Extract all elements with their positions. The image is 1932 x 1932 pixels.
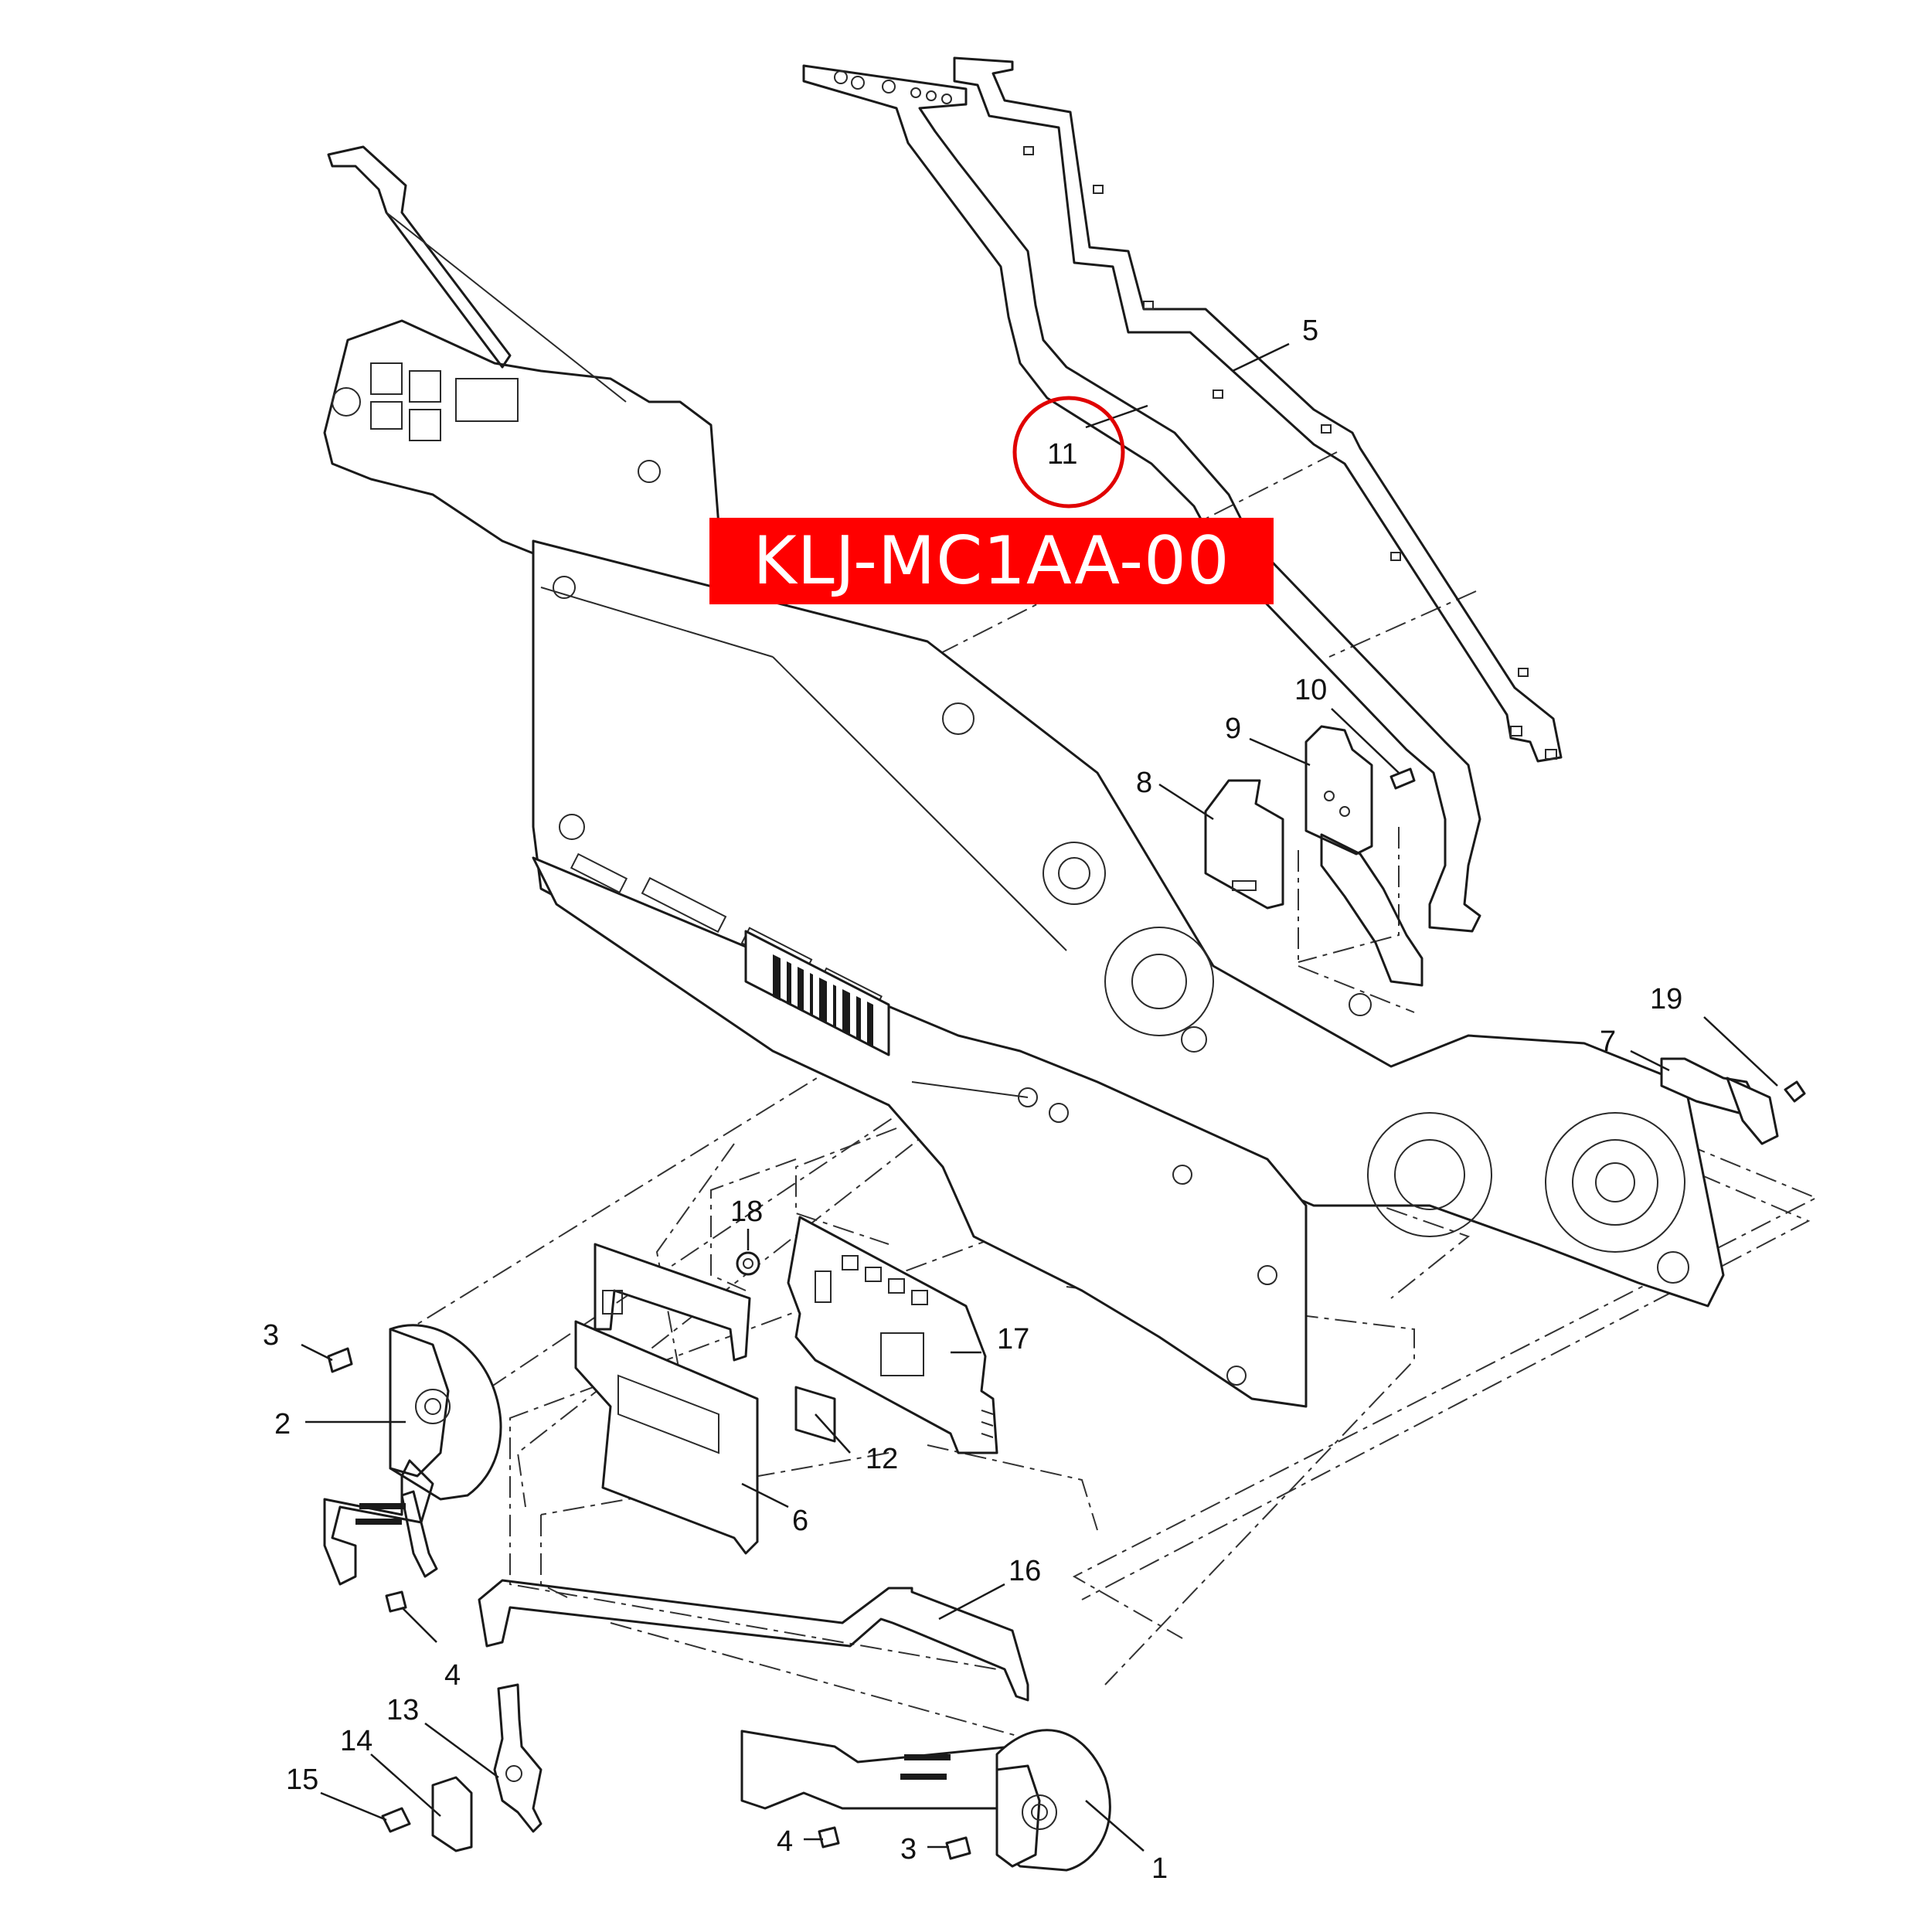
- screw-4-bottom: [818, 1826, 840, 1849]
- sensor-13: [493, 1683, 543, 1833]
- callout-7: 7: [1600, 1026, 1616, 1058]
- callout-11: 11: [1047, 438, 1077, 471]
- callout-14: 14: [340, 1725, 372, 1757]
- callout-8: 8: [1136, 767, 1152, 799]
- part-number-banner: KLJ-MC1AA-00: [709, 518, 1274, 604]
- main-frame-body: [323, 319, 1725, 1408]
- callout-4-left: 4: [444, 1659, 461, 1692]
- callout-18: 18: [730, 1196, 763, 1228]
- bracket-14: [431, 1776, 473, 1852]
- screw-3-bottom: [945, 1836, 971, 1860]
- callout-3-bottom: 3: [900, 1833, 917, 1866]
- screw-3-left: [327, 1347, 353, 1373]
- highlight-ring: [1012, 396, 1125, 509]
- callout-2: 2: [274, 1408, 291, 1440]
- callout-1: 1: [1151, 1852, 1168, 1885]
- callout-9: 9: [1225, 713, 1241, 745]
- flat-cable-upper: [953, 56, 1563, 763]
- lever-7: [1660, 1057, 1779, 1145]
- screw-4-left: [385, 1590, 407, 1613]
- callout-10: 10: [1294, 674, 1327, 706]
- barcode-label: [744, 930, 890, 1056]
- flex-cable-11: [802, 64, 1481, 933]
- rod-16: [478, 1579, 1029, 1702]
- callout-13: 13: [386, 1694, 419, 1726]
- motor-2: [323, 1324, 502, 1586]
- control-board-17: [787, 1216, 998, 1454]
- callout-19: 19: [1650, 983, 1682, 1015]
- top-left-strap: [327, 145, 627, 403]
- callout-4-bottom: 4: [777, 1825, 793, 1858]
- screw-10: [1389, 767, 1416, 790]
- motor-1: [740, 1729, 1111, 1872]
- callout-3-left: 3: [263, 1319, 279, 1352]
- callout-17: 17: [997, 1323, 1029, 1355]
- leader-lines: [301, 342, 1778, 1852]
- callout-12: 12: [866, 1443, 898, 1475]
- callout-16: 16: [1009, 1555, 1041, 1587]
- assembly-guide-lines: [389, 451, 1818, 1740]
- cover-6: [574, 1243, 759, 1555]
- screw-15: [381, 1807, 411, 1833]
- nut-18: [736, 1251, 760, 1276]
- sensor-block-8: [1204, 779, 1284, 910]
- callout-15: 15: [286, 1764, 318, 1796]
- screw-19: [1784, 1080, 1806, 1103]
- callout-5: 5: [1302, 315, 1318, 347]
- callout-6: 6: [792, 1505, 808, 1537]
- sensor-bracket-9: [1304, 725, 1423, 987]
- callout-labels: 1 2 3 3 4 4 5 6 7 8 9 10 11 12 13 14 15 …: [263, 315, 1682, 1885]
